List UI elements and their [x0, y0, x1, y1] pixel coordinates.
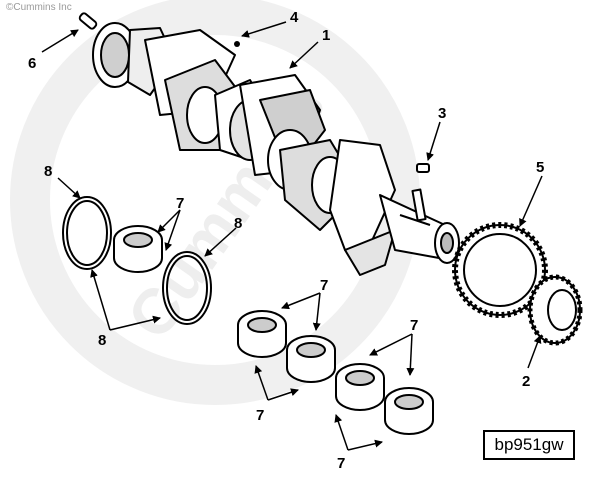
callout-8b: 8 — [234, 215, 242, 232]
bearing-pair-1 — [113, 225, 163, 273]
dowel — [78, 12, 98, 30]
callout-2: 2 — [522, 373, 530, 390]
crankshaft — [92, 22, 460, 276]
bearing-pair-4 — [335, 363, 385, 411]
leader-lines — [41, 21, 543, 451]
callout-1: 1 — [322, 27, 330, 44]
reference-code-box: bp951gw — [483, 430, 575, 460]
callout-7d: 7 — [256, 407, 264, 424]
callout-8a: 8 — [44, 163, 52, 180]
callout-7c: 7 — [410, 317, 418, 334]
callout-7b: 7 — [320, 277, 328, 294]
pump-drive-gear — [527, 274, 583, 346]
callout-3: 3 — [438, 105, 446, 122]
dowel-pin — [234, 41, 240, 47]
bearing-pair-2 — [237, 310, 287, 358]
callout-labels: 1 2 3 4 5 6 7 7 7 7 7 8 8 8 — [28, 9, 544, 472]
callout-7a: 7 — [176, 195, 184, 212]
crankshaft-gear — [452, 222, 548, 318]
callout-6: 6 — [28, 55, 36, 72]
callout-4: 4 — [290, 9, 299, 26]
bearing-pair-5 — [384, 387, 434, 435]
woodruff-key — [416, 163, 430, 173]
copyright-notice: ©Cummins Inc — [6, 2, 72, 13]
callout-7e: 7 — [337, 455, 345, 472]
bearing-pair-3 — [286, 335, 336, 383]
callout-5: 5 — [536, 159, 544, 176]
thrust-ring-left — [62, 196, 112, 270]
thrust-ring-right — [162, 251, 212, 325]
callout-8c: 8 — [98, 332, 106, 349]
